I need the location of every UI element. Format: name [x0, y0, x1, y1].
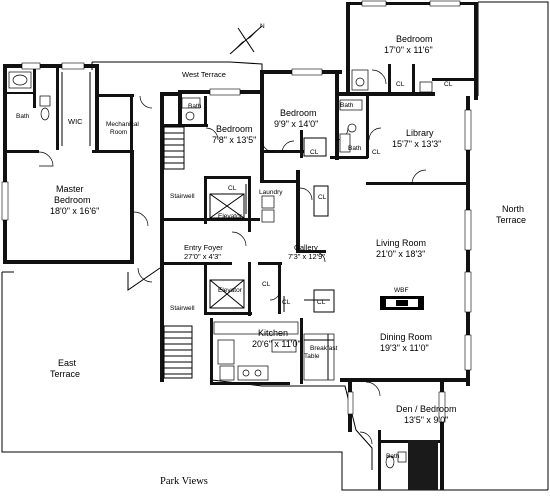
- mechanical-line1: Mechanical: [106, 121, 139, 128]
- stairwell-upper-label: Stairwell: [170, 193, 195, 200]
- bedroom-left-name: Bedroom: [216, 124, 253, 134]
- dining-room-dims: 19'3" x 11'0": [380, 343, 429, 353]
- closet-library-label: CL: [372, 149, 381, 156]
- master-bedroom-line2: Bedroom: [54, 195, 91, 205]
- stairs-lower: [163, 325, 193, 379]
- stairs-upper: [163, 126, 185, 170]
- bath-upper-label: Bath: [188, 103, 202, 110]
- gallery-dims: 7'3" x 12'9": [288, 252, 325, 261]
- den-bedroom-name: Den / Bedroom: [396, 404, 457, 414]
- bedroom-ne-dims: 17'0" x 11'6": [384, 45, 433, 55]
- closet-lower3-label: CL: [317, 299, 326, 306]
- wic-label: WIC: [68, 117, 83, 126]
- living-room-dims: 21'0" x 18'3": [376, 249, 425, 259]
- east-terrace-line2: Terrace: [50, 369, 80, 379]
- compass-north-label: N: [260, 23, 265, 30]
- walls: [3, 2, 478, 490]
- east-terrace-line1: East: [58, 358, 77, 368]
- kitchen-dims: 20'6" x 11'0": [252, 339, 301, 349]
- mechanical-line2: Room: [110, 129, 127, 136]
- elevator-upper: [209, 193, 245, 219]
- kitchen-name: Kitchen: [258, 328, 288, 338]
- breakfast-line2: Table: [304, 353, 320, 360]
- master-bedroom-line1: Master: [56, 184, 84, 194]
- west-terrace-label: West Terrace: [182, 70, 226, 79]
- gallery-name: Gallery: [294, 243, 318, 252]
- library-dims: 15'7" x 13'3": [392, 139, 441, 149]
- bedroom-ne-name: Bedroom: [396, 34, 433, 44]
- doors: [38, 69, 427, 445]
- windows: [1, 0, 472, 423]
- park-views-label: Park Views: [160, 476, 208, 487]
- elevator-lower: [209, 279, 245, 309]
- laundry-label: Laundry: [259, 189, 283, 196]
- library-name: Library: [406, 128, 434, 138]
- living-room-name: Living Room: [376, 238, 426, 248]
- den-bath-label: Bath: [386, 453, 400, 460]
- stairwell-lower-label: Stairwell: [170, 305, 195, 312]
- entry-foyer-name: Entry Foyer: [184, 243, 223, 252]
- kitchen-fixtures: [213, 321, 335, 381]
- bath-center2-label: Bath: [348, 145, 362, 152]
- closet-ne2-label: CL: [444, 81, 453, 88]
- closet-lower1-label: CL: [262, 281, 271, 288]
- bath-center-label: Bath: [340, 102, 354, 109]
- master-bath-label: Bath: [16, 113, 30, 120]
- dining-room-name: Dining Room: [380, 332, 432, 342]
- wbf-label: WBF: [394, 287, 408, 294]
- labels: West Terrace Bedroom 17'0" x 11'6" CL CL…: [16, 34, 526, 487]
- bath-fixtures: [8, 69, 433, 469]
- master-bedroom-dims: 18'0" x 16'6": [50, 206, 99, 216]
- bedroom-left-dims: 7'8" x 13'5": [212, 135, 256, 145]
- closet-left-label: CL: [228, 185, 237, 192]
- north-terrace-line2: Terrace: [496, 215, 526, 225]
- closet-lower2-label: CL: [282, 299, 291, 306]
- compass-rose: N: [229, 23, 265, 55]
- closet-center-label: CL: [310, 149, 319, 156]
- elevator-lower-label: Elevator: [218, 287, 243, 294]
- bedroom-center-name: Bedroom: [280, 108, 317, 118]
- fireplace-wbf: [380, 296, 424, 310]
- closet-ne-label: CL: [396, 81, 405, 88]
- entry-foyer-dims: 27'0" x 4'3": [184, 252, 221, 261]
- den-bedroom-dims: 13'5" x 9'0": [404, 415, 448, 425]
- closet-lines: [245, 137, 335, 313]
- closet-gallery-label: CL: [318, 194, 327, 201]
- bedroom-center-dims: 9'9" x 14'0": [274, 119, 318, 129]
- elevator-upper-label: Elevator: [218, 213, 243, 220]
- north-terrace-line1: North: [502, 204, 524, 214]
- breakfast-line1: Breakfast: [310, 345, 338, 352]
